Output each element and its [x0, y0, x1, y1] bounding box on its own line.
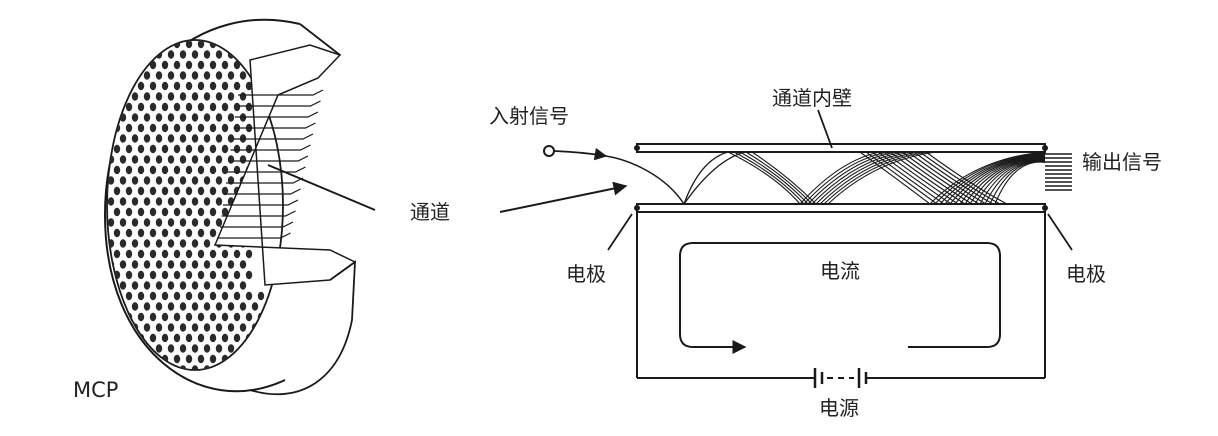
channel-arrow — [499, 181, 628, 213]
cutaway-steps — [218, 89, 324, 239]
channel-inner-wall-label: 通道内壁 — [772, 86, 852, 110]
channel-bottom-wall — [636, 203, 1046, 213]
mcp-disk — [103, 18, 376, 396]
current-loop — [679, 242, 1001, 348]
channel-top-wall — [636, 143, 1046, 153]
electrode-left-label: 电极 — [566, 262, 606, 286]
mcp-cutaway — [213, 44, 357, 286]
battery-symbol — [813, 368, 868, 388]
mcp-outer-rim — [103, 18, 301, 393]
electrode-right-label: 电极 — [1066, 262, 1106, 286]
incident-signal-arrow — [553, 147, 608, 161]
inner-wall-pointer — [817, 109, 833, 149]
output-signal-label: 输出信号 — [1082, 150, 1162, 174]
output-signal-lines — [1045, 153, 1072, 191]
mcp-label: MCP — [73, 378, 119, 402]
power-source-label: 电源 — [819, 396, 859, 420]
incident-signal-label: 入射信号 — [489, 104, 569, 128]
electrode-left-pointer — [607, 213, 633, 251]
channel-label: 通道 — [410, 200, 450, 224]
channel-schematic — [499, 109, 1073, 388]
channel-pointer-line — [267, 164, 376, 211]
mcp-disk-side — [249, 260, 356, 396]
incident-signal-source — [543, 145, 555, 157]
electron-trajectories — [683, 151, 1046, 205]
current-label: 电流 — [820, 259, 860, 283]
electrode-right-pointer — [1047, 213, 1073, 251]
